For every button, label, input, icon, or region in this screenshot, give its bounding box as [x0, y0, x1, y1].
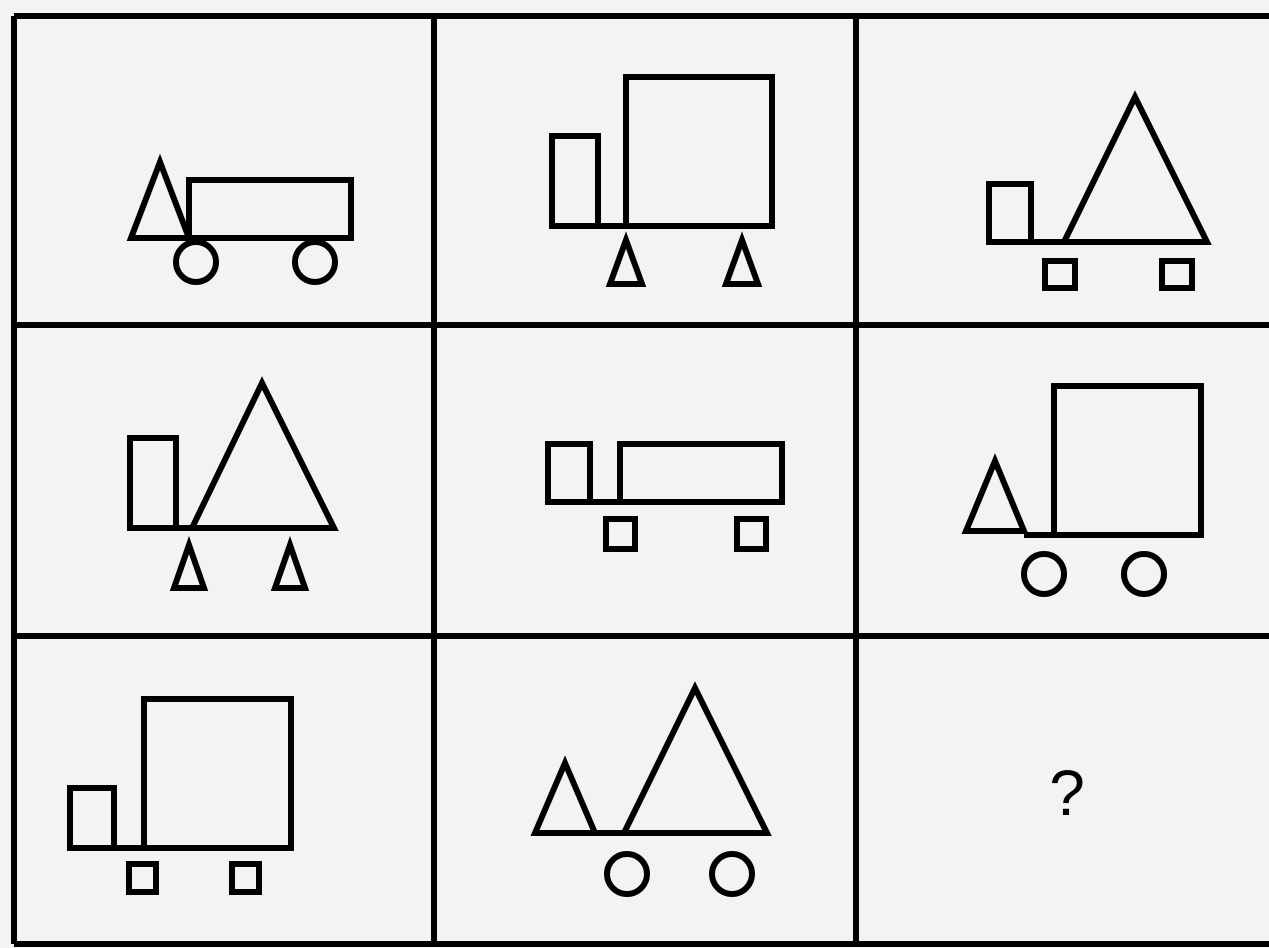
- missing-cell-question-mark: ?: [1049, 757, 1085, 829]
- cell-r3-c3[interactable]: ?: [1049, 757, 1085, 829]
